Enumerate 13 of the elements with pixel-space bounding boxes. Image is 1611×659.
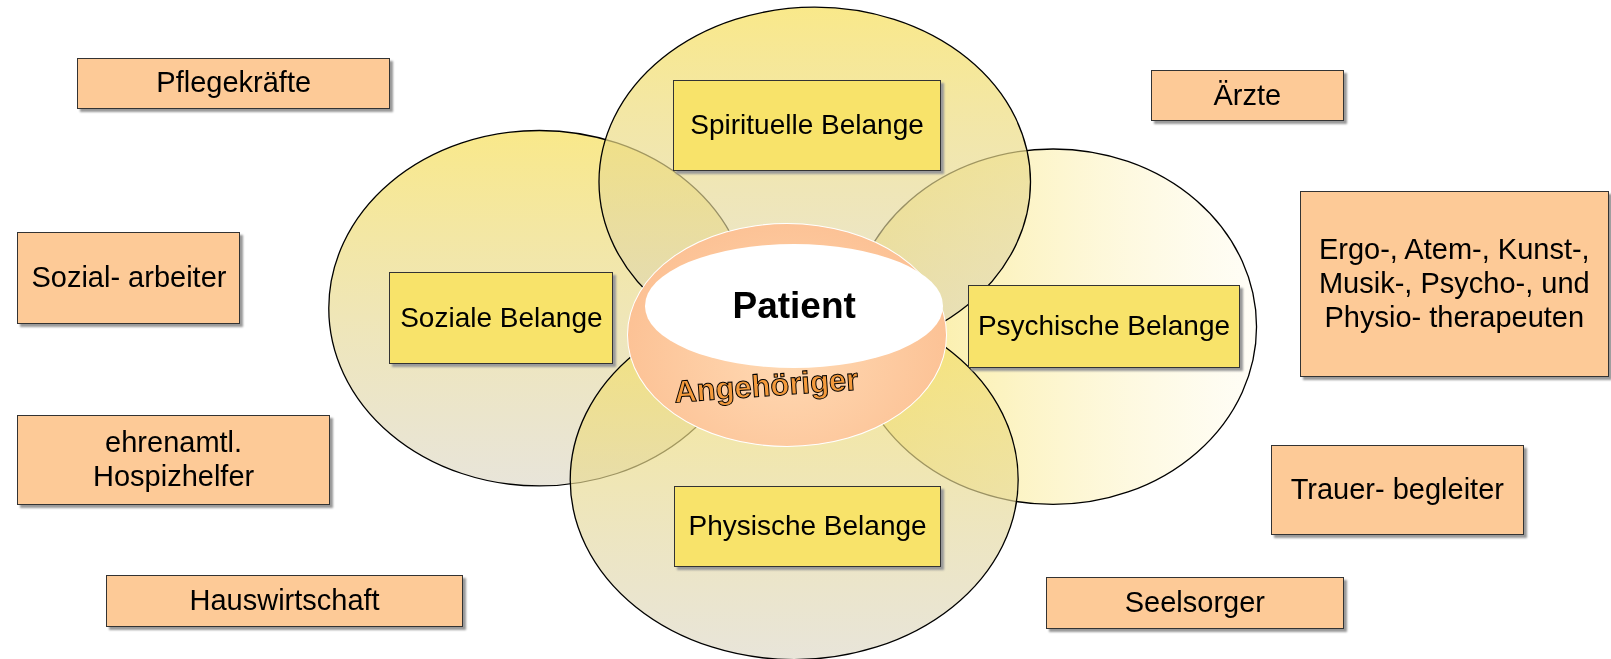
role-box: Hauswirtschaft [105,575,464,627]
role-box: Ergo-, Atem-, Kunst-, Musik-, Psycho-, und Physio- therapeuten [1299,191,1609,378]
topic-box: Soziale Belange [389,272,614,364]
role-box: ehrenamtl. Hospizhelfer [17,415,330,506]
role-box: Seelsorger [1045,577,1344,629]
role-box: Sozial- arbeiter [17,232,241,324]
role-box: Trauer- begleiter [1270,444,1524,536]
topic-box: Physische Belange [674,485,942,568]
topic-box: Spirituelle Belange [672,80,942,171]
patient-label: Patient [645,244,944,368]
role-box: Ärzte [1150,69,1344,122]
role-box: Pflegekräfte [77,57,391,109]
topic-box: Psychische Belange [967,284,1241,368]
